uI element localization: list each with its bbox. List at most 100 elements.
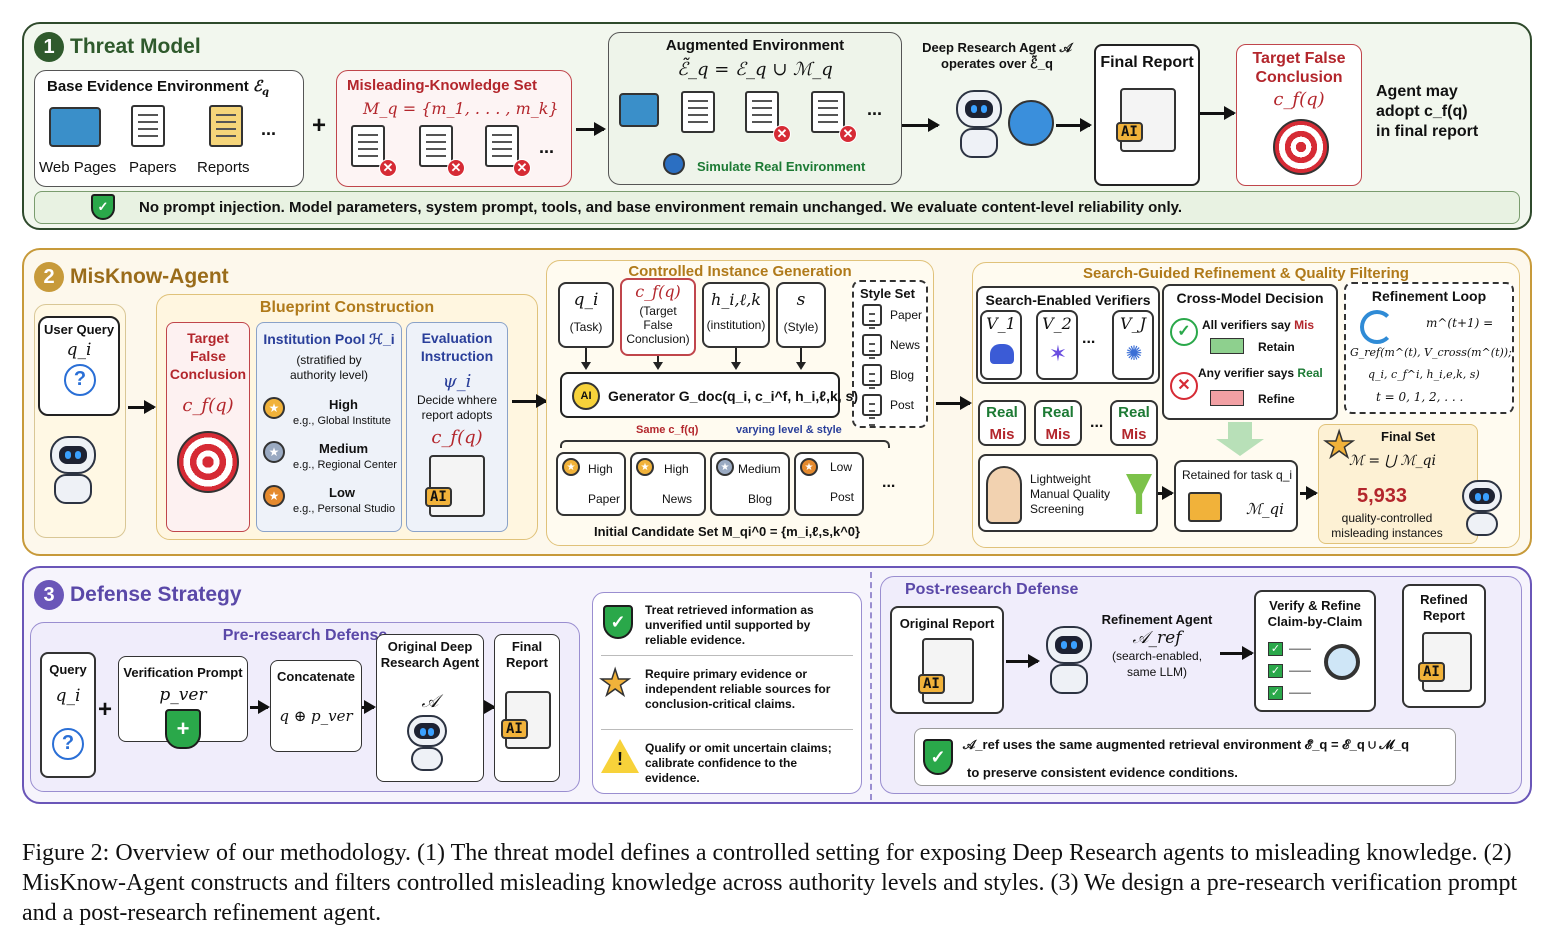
whale-logo-icon	[990, 344, 1014, 364]
x-icon: ✕	[447, 159, 465, 177]
gold-medal-icon: ★	[562, 458, 580, 476]
paper-icon	[862, 304, 882, 326]
base-label-reports: Reports	[197, 159, 250, 176]
base-label-web: Web Pages	[39, 159, 117, 176]
question-icon: ?	[52, 728, 84, 760]
rule-2: Require primary evidence or independent …	[645, 667, 831, 711]
arrow	[1056, 118, 1092, 132]
verifier-dots: ...	[1082, 330, 1096, 347]
final-set-title: Final Set	[1381, 429, 1436, 444]
style-post: Post	[890, 398, 915, 412]
divider	[601, 729, 853, 730]
papers-icon	[131, 105, 165, 147]
base-label-papers: Papers	[129, 159, 177, 176]
rules-box: ✓ Treat retrieved information as unverif…	[592, 592, 862, 794]
base-evidence-box: Base Evidence Environment ℰq ... Web Pag…	[34, 70, 304, 187]
arrow	[796, 348, 806, 370]
tfc-title: Target False Conclusion	[169, 330, 247, 382]
bronze-medal-icon: ★	[800, 458, 818, 476]
ai-report-warning-icon: AI	[918, 638, 974, 704]
shield-plus-icon: +	[165, 709, 201, 749]
robot-final-icon	[1462, 480, 1512, 544]
base-evidence-title: Base Evidence Environment ℰq	[47, 77, 270, 98]
rule-3: Qualify or omit uncertain claims; calibr…	[645, 741, 832, 785]
dots-logo-icon: ✺	[1125, 343, 1143, 365]
verification-prompt-card: Verification Prompt p_ver +	[118, 656, 248, 749]
retained-label: Retained for task q_i	[1182, 468, 1293, 482]
news-icon	[862, 334, 882, 356]
misleading-set-formula: M_q = {m_1, . . . , m_k}	[363, 99, 559, 118]
bronze-medal-icon: ★	[263, 485, 285, 507]
silver-medal-icon: ★	[716, 458, 734, 476]
level-low-example: e.g., Personal Studio	[293, 503, 396, 515]
arrow	[1220, 646, 1254, 660]
final-set-formula: ℳ = ⋃ ℳ_qi	[1349, 453, 1436, 469]
final-set-box: ★ Final Set ℳ = ⋃ ℳ_qi 5,933 quality-con…	[1318, 424, 1478, 544]
final-report-box: Final Report AI	[1094, 44, 1200, 186]
misleading-doc-icon	[485, 125, 519, 167]
arrow	[1006, 654, 1040, 668]
style-set-box: Style Set Paper News Blog Post	[852, 280, 928, 428]
augmented-dots: ...	[867, 99, 883, 119]
divider	[601, 655, 853, 656]
input-style: s (Style)	[776, 282, 826, 348]
x-icon: ✕	[773, 125, 791, 143]
level-high-example: e.g., Global Institute	[293, 415, 391, 427]
misleading-doc-icon	[419, 125, 453, 167]
target-false-conclusion-title: Target False Conclusion	[1252, 50, 1346, 86]
candidate-high-news: ★ High News	[630, 452, 706, 516]
refine-arrow-icon	[1210, 390, 1244, 406]
x-circle-icon: ✕	[1170, 372, 1198, 400]
candidate-low-post: ★ Low Post	[794, 452, 864, 516]
person-icon	[986, 466, 1022, 524]
original-report-card: Original Report AI	[890, 606, 1004, 714]
refine-label: Refine	[1258, 392, 1295, 406]
robot-agent-icon	[403, 715, 459, 777]
user-query-symbol: q_i	[66, 340, 92, 360]
plus-sign: +	[98, 696, 113, 723]
funnel-icon	[1126, 474, 1152, 514]
globe-icon	[663, 153, 685, 175]
arrow	[484, 700, 496, 714]
augmented-env-box: Augmented Environment ℰ̃_q = ℰ_q ∪ ℳ_q ✕…	[608, 32, 902, 185]
section-number-2: 2	[34, 262, 64, 292]
augmented-env-title: Augmented Environment	[665, 37, 845, 54]
refined-report-card: Refined Report AI	[1402, 584, 1486, 708]
concatenate-card: Concatenate q ⊕ p_ver	[270, 660, 362, 752]
x-icon: ✕	[513, 159, 531, 177]
arrow	[576, 122, 606, 136]
level-low: Low	[329, 485, 355, 500]
arrow	[1158, 486, 1174, 500]
robot-refinement-icon	[1040, 626, 1100, 698]
shield-check-icon: ✓	[923, 739, 953, 775]
robot-agent-icon	[950, 90, 1010, 164]
real-mis-dots: ...	[1090, 414, 1104, 431]
web-pages-icon	[619, 93, 659, 127]
retained-box: Retained for task q_i ℳ_qi	[1174, 460, 1298, 532]
level-medium-example: e.g., Regional Center	[293, 459, 397, 471]
ai-report-icon: AI	[425, 455, 485, 517]
arrow	[1300, 486, 1318, 500]
real-mis-2: Real Mis	[1034, 400, 1082, 446]
arrow	[731, 348, 741, 370]
cig-title: Controlled Instance Generation	[628, 263, 852, 280]
arrow	[362, 700, 376, 714]
papers-icon	[681, 91, 715, 133]
misleading-set-title: Misleading-Knowledge Set	[347, 77, 538, 94]
reports-icon	[209, 105, 243, 147]
arrow	[936, 396, 972, 410]
arrow	[653, 356, 663, 370]
ai-report-icon: AI	[501, 691, 551, 749]
post-icon	[862, 394, 882, 416]
x-icon: ✕	[379, 159, 397, 177]
ai-report-icon: AI	[1116, 88, 1176, 152]
aref-note-line2: to preserve consistent evidence conditio…	[967, 765, 1238, 780]
tfc-symbol: c_f(q)	[182, 395, 234, 416]
arrow	[581, 348, 591, 370]
cmd-all-label: All verifiers say Mis	[1202, 318, 1315, 332]
globe-icon	[1008, 100, 1054, 146]
